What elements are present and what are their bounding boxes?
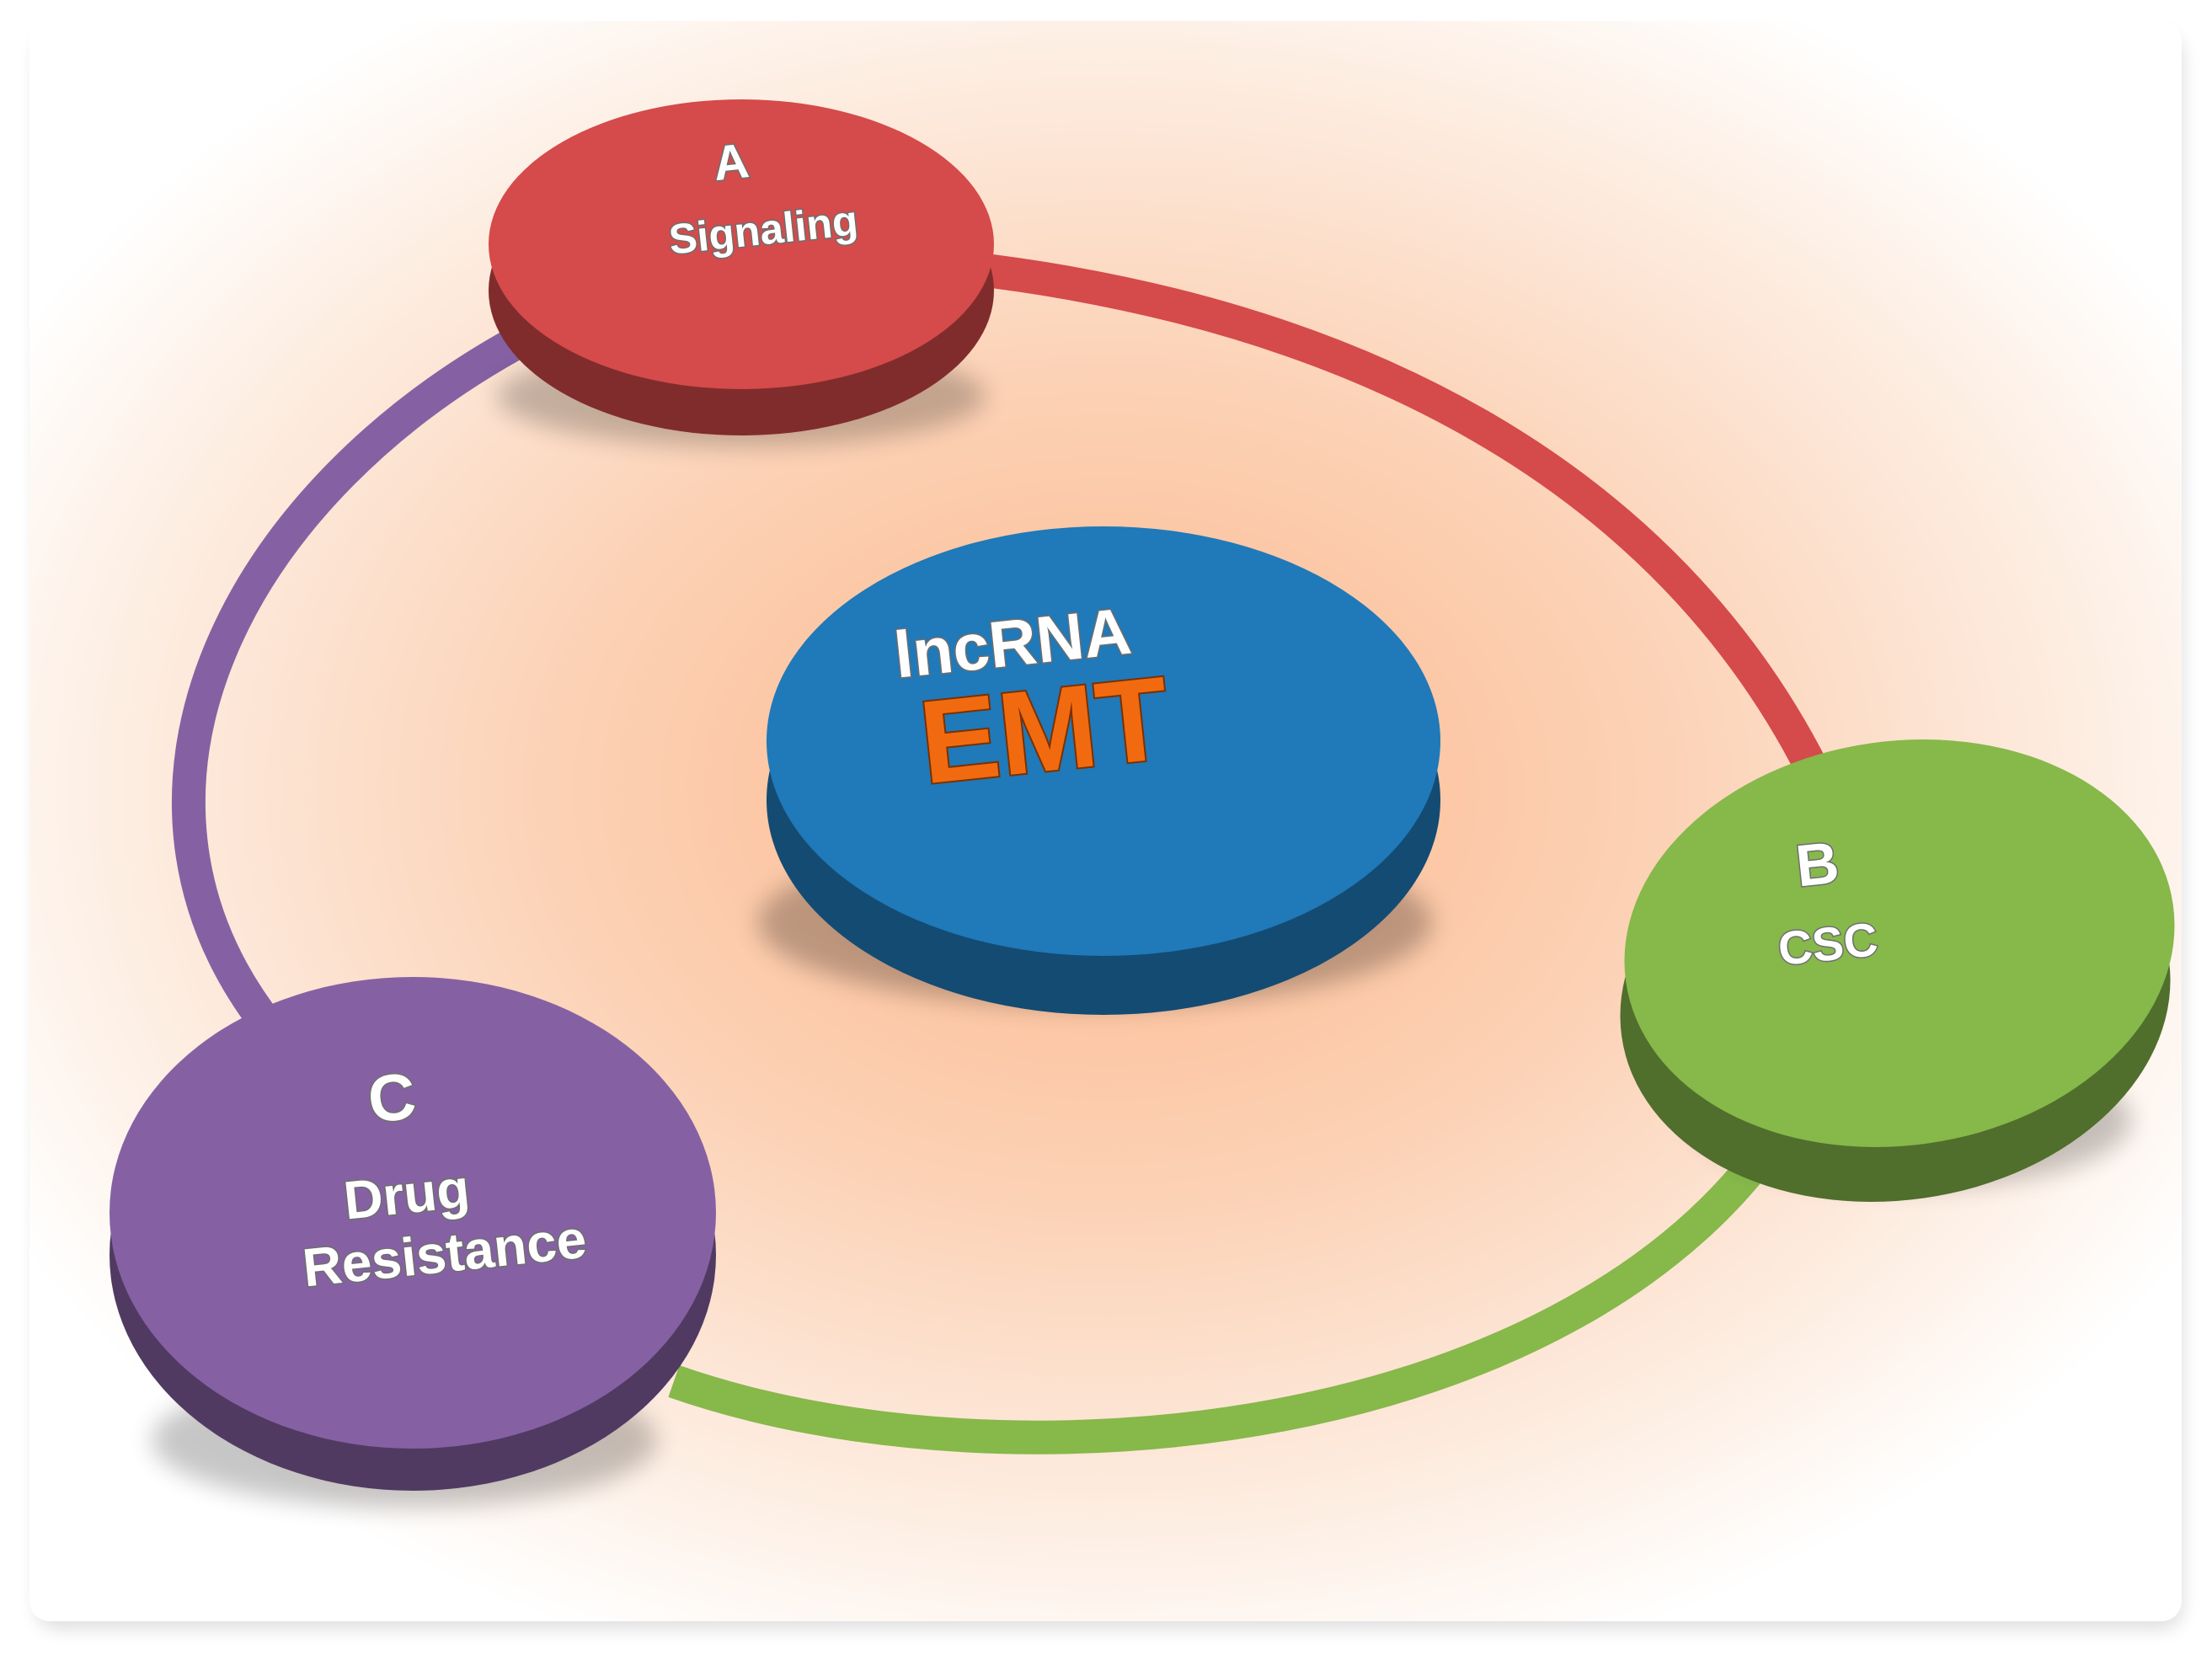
node-a-top: [489, 99, 994, 389]
node-a-label: Signaling: [666, 196, 860, 263]
node-a-letter: A: [711, 133, 751, 191]
ring-arc-c-to-a: [172, 318, 543, 1038]
node-b-letter: B: [1793, 830, 1841, 899]
node-c-label-line1: Drug: [341, 1158, 473, 1231]
center-node: lncRNA EMT: [758, 526, 1440, 1015]
center-title: lncRNA: [891, 594, 1135, 692]
ring-arc-a-to-b: [962, 251, 1835, 791]
node-b-label: CSC: [1776, 912, 1880, 975]
ring: [172, 251, 1835, 1455]
node-c-letter: C: [365, 1058, 419, 1136]
node-b-top: [1624, 739, 2175, 1148]
node-c-top: [110, 977, 716, 1449]
node-c: C Drug Resistance: [110, 977, 716, 1508]
center-subtitle: EMT: [914, 651, 1175, 809]
node-b: B CSC: [1620, 739, 2175, 1203]
ring-arc-b-to-c: [668, 1111, 1800, 1455]
node-a: A Signaling: [489, 99, 994, 446]
center-node-top: [767, 526, 1440, 956]
